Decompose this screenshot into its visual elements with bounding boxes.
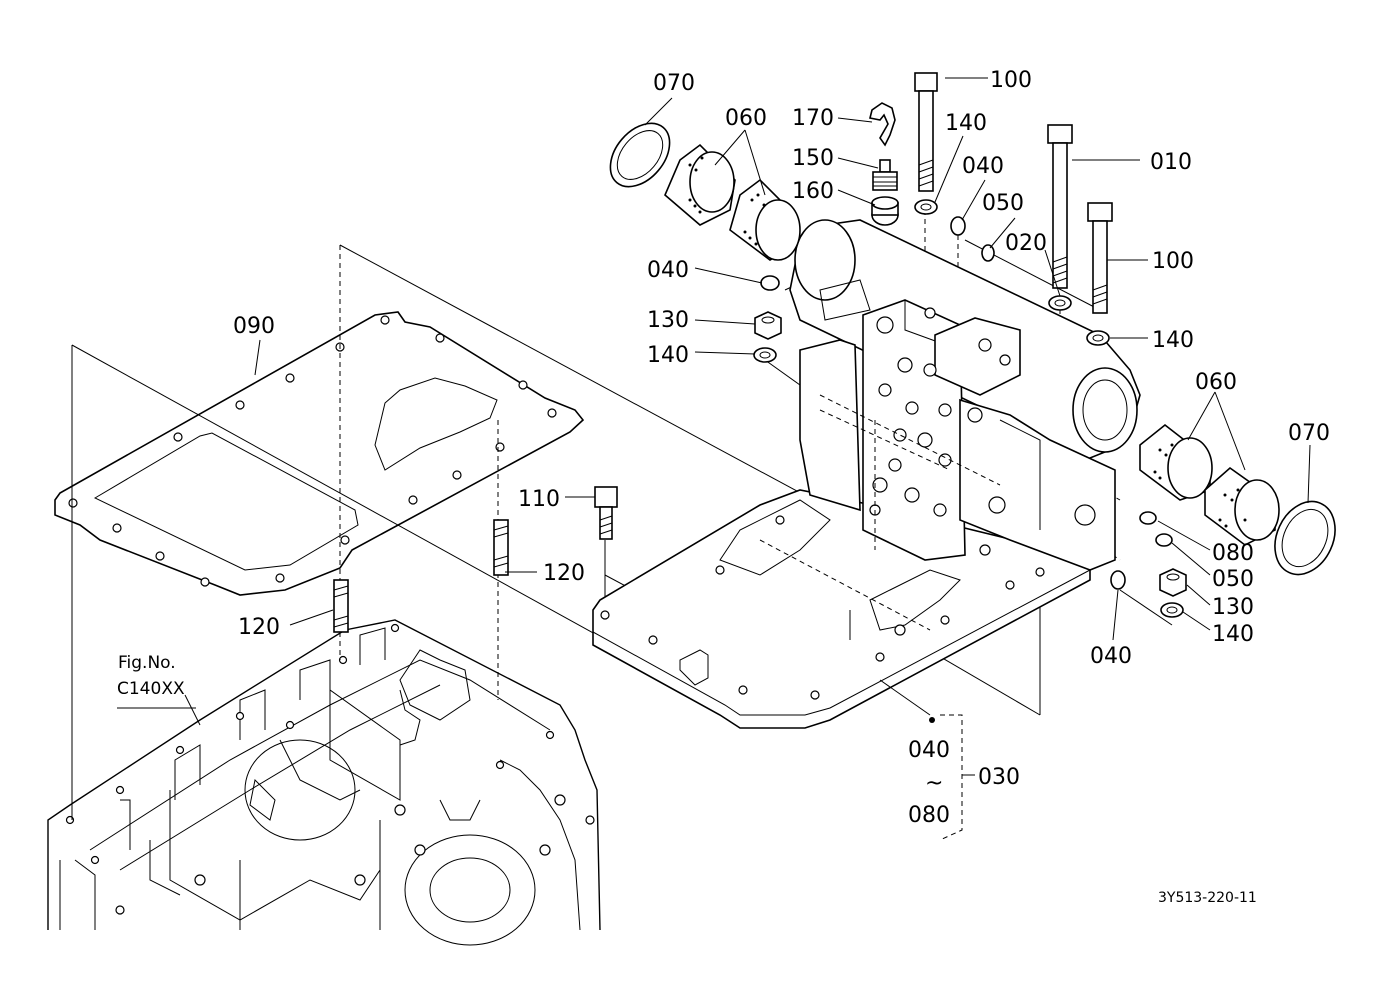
label-080-range-end: 080 (908, 803, 950, 828)
figure-reference: Fig.No. C140XX (117, 653, 185, 699)
plugs-040-050-080 (760, 216, 1173, 590)
label-170: 170 (792, 106, 834, 131)
drawing-code: 3Y513-220-11 (1158, 890, 1257, 906)
label-040-top: 040 (962, 154, 1004, 179)
bush-060-right (1139, 423, 1280, 546)
label-040-bottom-right: 040 (1090, 644, 1132, 669)
label-100-right: 100 (1152, 249, 1194, 274)
bolt-010 (1047, 124, 1073, 289)
label-160: 160 (792, 179, 834, 204)
label-130-left: 130 (647, 308, 689, 333)
label-range-tilde: ~ (925, 771, 943, 796)
label-120-left: 120 (238, 615, 280, 640)
base-plate-holes (600, 515, 1045, 700)
washers-140 (753, 199, 1184, 618)
spacer-160 (871, 196, 899, 226)
label-140-right: 140 (1152, 328, 1194, 353)
label-060-right: 060 (1195, 370, 1237, 395)
label-130-right: 130 (1212, 595, 1254, 620)
reference-line-2: C140XX (117, 679, 185, 699)
label-020: 020 (1005, 231, 1047, 256)
plug-150 (872, 159, 898, 191)
part-labels: 070 060 170 150 160 100 140 040 050 010 … (233, 68, 1330, 828)
bush-060-left (664, 143, 801, 261)
gasket-holes (68, 315, 557, 587)
bolt-100-right (1087, 202, 1113, 314)
stud-120-right (493, 519, 509, 576)
label-090: 090 (233, 314, 275, 339)
case-bolt-holes (65, 623, 595, 915)
label-110: 110 (518, 487, 560, 512)
label-040-range-start: 040 (908, 738, 950, 763)
label-100-top: 100 (990, 68, 1032, 93)
hydraulic-cylinder-case (592, 219, 1141, 729)
seal-ring-070-left (609, 122, 671, 188)
valve-ports (869, 307, 1096, 526)
bush-dots-right (1153, 443, 1247, 528)
bolt-110 (594, 486, 618, 540)
label-120-right: 120 (543, 561, 585, 586)
hook-170 (869, 102, 896, 147)
label-010: 010 (1150, 150, 1192, 175)
label-060-left: 060 (725, 106, 767, 131)
bolt-100-left (914, 72, 938, 192)
bush-dots (688, 156, 766, 246)
label-080: 080 (1212, 541, 1254, 566)
label-150: 150 (792, 146, 834, 171)
seal-ring-070-right (1274, 500, 1336, 576)
reference-line-1: Fig.No. (118, 653, 176, 673)
label-140-bottom: 140 (1212, 622, 1254, 647)
label-030: 030 (978, 765, 1020, 790)
stud-120-left (333, 579, 349, 633)
label-050-top: 050 (982, 191, 1024, 216)
label-040-left: 040 (647, 258, 689, 283)
label-140-top: 140 (945, 111, 987, 136)
label-leaders (117, 77, 1311, 841)
nuts-130 (754, 311, 1187, 597)
label-050-right: 050 (1212, 567, 1254, 592)
transmission-case (47, 619, 601, 946)
label-070-left: 070 (653, 71, 695, 96)
label-140-left: 140 (647, 343, 689, 368)
gasket-090 (54, 311, 585, 596)
label-070-right: 070 (1288, 421, 1330, 446)
